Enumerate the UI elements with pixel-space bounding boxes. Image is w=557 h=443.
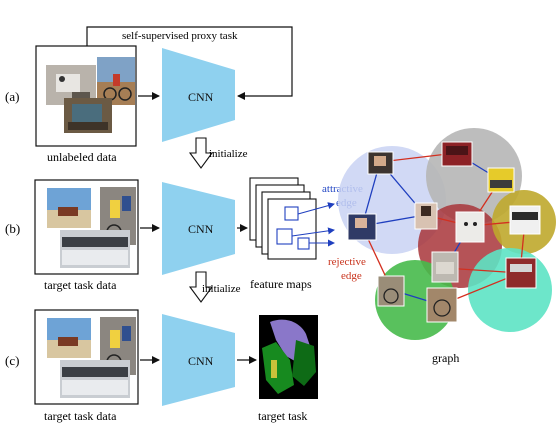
unlabeled-data-caption: unlabeled data [47,150,117,164]
cnn-c [162,314,235,406]
target-data-caption-b: target task data [44,278,117,292]
unlabeled-photos [46,57,135,133]
target-photos-c [47,317,136,398]
cnn-a [162,48,235,142]
target-data-caption-c: target task data [44,409,117,423]
cnn-b-label: CNN [188,222,214,236]
row-c-label: (c) [5,353,19,368]
initialize-label-1: initialize [209,148,248,160]
attractive-pointer-1 [297,202,335,215]
node-dog [455,211,485,243]
segmentation-map [259,315,318,399]
graph [338,128,556,340]
initialize-arrow-1 [188,137,214,169]
rejective-pointer-1 [291,227,335,237]
proxy-task-loop [86,26,293,100]
node-train [505,257,537,289]
feature-maps [249,177,317,260]
proxy-task-label: self-supervised proxy task [122,30,238,42]
feature-maps-caption: feature maps [250,277,312,291]
initialize-arrow-2 [188,271,214,303]
target-photos-b [47,187,136,268]
target-task-caption: target task [258,409,307,423]
cnn-b [162,182,235,275]
rejective-label-2: edge [341,270,362,282]
row-b-label: (b) [5,221,20,236]
node-bike-left [377,275,405,307]
cnn-c-label: CNN [188,354,214,368]
rejective-label-1: rejective [328,256,366,268]
initialize-label-2: initialize [202,283,241,295]
graph-caption: graph [432,351,459,365]
cnn-a-label: CNN [188,90,214,104]
node-bike-right [426,287,458,323]
feature-cell-mid [276,228,293,245]
row-a-label: (a) [5,89,19,104]
